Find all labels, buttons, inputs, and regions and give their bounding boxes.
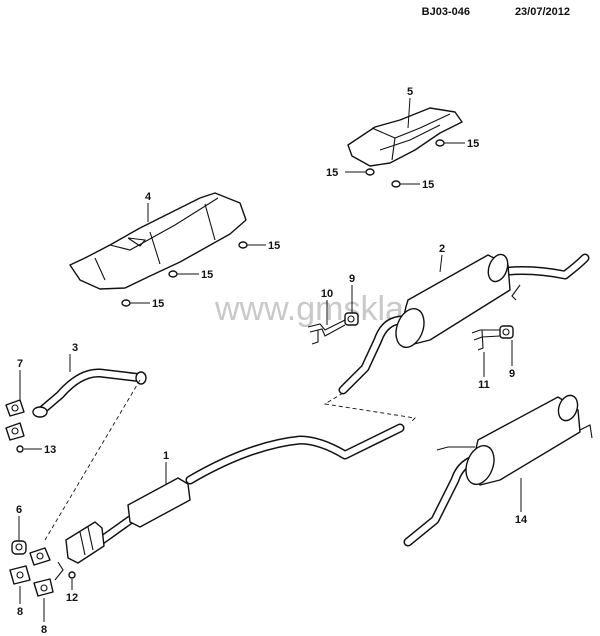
callout-15-e: 15 — [201, 269, 213, 281]
doc-date: 23/07/2012 — [515, 6, 570, 18]
callout-7: 7 — [17, 358, 23, 370]
leader-lines — [18, 97, 522, 622]
part-1-intermediate-pipe — [65, 423, 405, 564]
callout-5: 5 — [407, 86, 413, 98]
callout-10: 10 — [321, 288, 333, 300]
callout-15-b: 15 — [326, 167, 338, 179]
part-9-rubber-hanger-left — [344, 312, 359, 326]
part-12-bolt — [54, 561, 76, 581]
callout-6: 6 — [16, 504, 22, 516]
part-7-flange-gasket — [5, 399, 25, 417]
part-11-hanger-bracket — [471, 329, 501, 351]
part-8-flange-left — [9, 565, 31, 585]
nut-15-shield-front-a — [238, 241, 248, 249]
callout-4: 4 — [145, 191, 152, 203]
part-5-heat-shield-rear — [347, 107, 463, 167]
callout-14: 14 — [515, 514, 528, 526]
callout-13: 13 — [44, 444, 56, 456]
part-6-clamp — [11, 540, 27, 555]
front-connector-line — [44, 379, 141, 541]
assembly-connector-line — [323, 392, 416, 424]
part-7-flange-gasket-lower — [5, 422, 25, 441]
part-8-flange-right — [33, 578, 54, 597]
callout-15-a: 15 — [467, 138, 479, 150]
nut-15-shield-rear-a — [435, 139, 445, 147]
nut-15-shield-rear-c — [391, 180, 401, 188]
nut-15-shield-rear-b — [365, 168, 375, 176]
callout-3: 3 — [72, 342, 78, 354]
part-10-hanger-bracket — [307, 319, 346, 345]
nut-15-shield-front-b — [168, 270, 178, 278]
part-3-front-pipe — [32, 368, 147, 418]
part-4-heat-shield-front — [69, 192, 247, 290]
callout-2: 2 — [439, 243, 445, 255]
callout-15-d: 15 — [268, 240, 280, 252]
callout-9-lower: 9 — [509, 368, 515, 380]
callout-8-right: 8 — [41, 624, 47, 636]
callout-15-f: 15 — [152, 298, 164, 310]
callout-15-c: 15 — [422, 179, 434, 191]
callout-1: 1 — [163, 450, 169, 462]
part-14-rear-muffler-lower — [403, 394, 593, 547]
nut-15-shield-front-c — [121, 299, 131, 307]
part-8-flange-upper — [29, 547, 51, 566]
callout-8-left: 8 — [17, 606, 23, 618]
callout-12: 12 — [66, 592, 78, 604]
callout-9-upper: 9 — [349, 273, 355, 285]
doc-code: BJ03-046 — [422, 6, 470, 18]
part-13-nut — [16, 445, 24, 453]
callout-11: 11 — [478, 379, 490, 391]
part-2-rear-muffler — [338, 253, 590, 395]
part-9-rubber-hanger-right — [499, 325, 514, 339]
